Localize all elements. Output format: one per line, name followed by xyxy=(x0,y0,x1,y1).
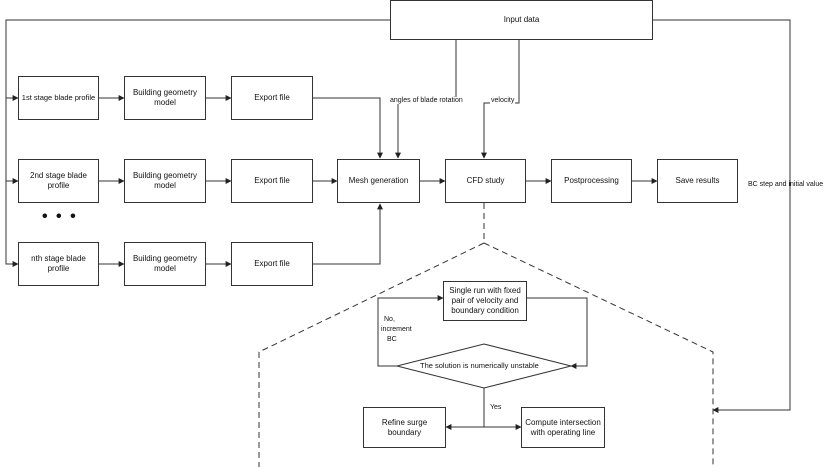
arrow-export1-to-mesh xyxy=(313,97,383,159)
postprocessing-box: Postprocessing xyxy=(551,159,632,203)
arrow-input-to-stage1 xyxy=(5,19,390,101)
compute-intersection-box: Compute intersection with operating line xyxy=(521,407,605,448)
save-results-box: Save results xyxy=(657,159,738,203)
geometry-model-box-1: Building geometry model xyxy=(124,76,206,120)
refine-surge-boundary-box: Refine surge boundary xyxy=(363,407,446,448)
mesh-generation-box: Mesh generation xyxy=(337,159,420,203)
export-file-box-1: Export file xyxy=(231,76,313,120)
stage1-blade-profile-box: 1st stage blade profile xyxy=(18,76,99,120)
label-increment: increment xyxy=(381,326,412,333)
arrow-bc-to-subprocess xyxy=(653,19,791,413)
geometry-model-box-n: Building geometry model xyxy=(124,242,206,286)
input-data-box: Input data xyxy=(390,0,653,40)
subprocess-outline xyxy=(258,203,714,467)
arrow-singlerun-to-decision xyxy=(527,297,588,369)
arrow-input-to-stage2 xyxy=(5,98,19,184)
label-bc: BC xyxy=(387,336,397,343)
stagen-blade-profile-box: nth stage blade profile xyxy=(18,242,99,286)
arrow-decision-no-loop xyxy=(377,295,444,367)
label-no: No, xyxy=(384,316,395,323)
export-file-box-2: Export file xyxy=(231,159,313,203)
arrow-input-to-stagen xyxy=(5,181,19,267)
single-run-box: Single run with fixed pair of velocity a… xyxy=(443,281,527,321)
geometry-model-box-2: Building geometry model xyxy=(124,159,206,203)
arrow-exportn-to-mesh xyxy=(313,203,383,265)
ellipsis-dots: • • • xyxy=(42,208,78,225)
export-file-box-n: Export file xyxy=(231,242,313,286)
decision-label: The solution is numerically unstable xyxy=(420,361,539,370)
label-angles-of-blade-rotation: angles of blade rotation xyxy=(389,97,464,104)
stage2-blade-profile-box: 2nd stage blade profile xyxy=(18,159,99,203)
decision-diamond xyxy=(396,343,572,389)
label-bc-step-initial-value: BC step and initial value xyxy=(748,181,824,188)
cfd-study-box: CFD study xyxy=(445,159,526,203)
label-yes: Yes xyxy=(490,404,502,411)
label-velocity: velocity xyxy=(490,97,516,104)
